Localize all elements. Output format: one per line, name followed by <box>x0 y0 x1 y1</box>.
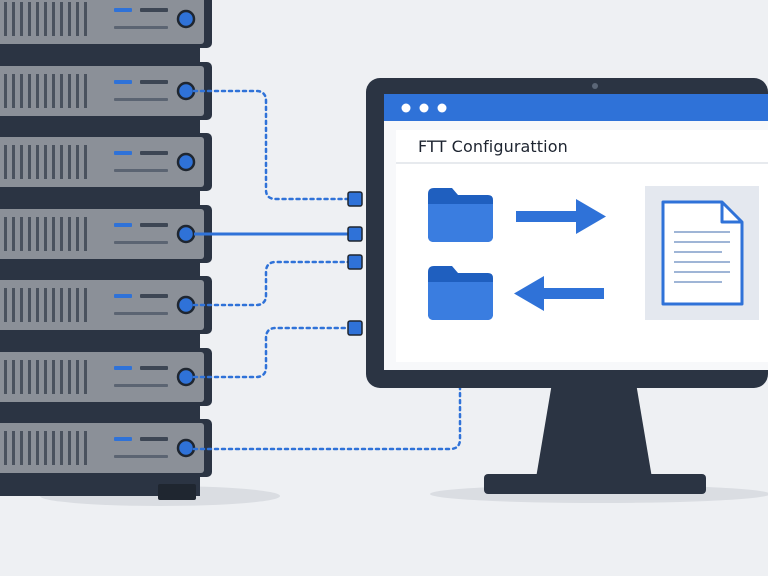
window-maximize-dot[interactable] <box>437 103 447 113</box>
webcam-dot <box>592 83 598 89</box>
server-unit <box>0 419 212 477</box>
window-title: FTT Configurattion <box>418 137 568 156</box>
server-unit <box>0 0 212 48</box>
network-cable <box>192 326 354 379</box>
network-port[interactable] <box>176 367 196 387</box>
window-close-dot[interactable] <box>401 103 411 113</box>
server-unit <box>0 62 212 120</box>
arrow-right-icon <box>516 199 606 234</box>
monitor <box>366 78 768 494</box>
server-unit <box>0 133 212 191</box>
monitor-stand-neck <box>536 383 652 478</box>
network-port[interactable] <box>176 9 196 29</box>
rack-foot <box>158 484 196 500</box>
arrow-left-icon <box>514 276 604 311</box>
folder-icon[interactable] <box>428 188 493 242</box>
network-port[interactable] <box>176 81 196 101</box>
document-icon[interactable] <box>661 200 744 306</box>
network-port[interactable] <box>176 295 196 315</box>
server-unit <box>0 276 212 334</box>
server-unit <box>0 205 212 263</box>
folder-icon[interactable] <box>428 266 493 320</box>
monitor-stand-base <box>484 474 706 494</box>
server-rack <box>0 0 212 500</box>
cable-connector <box>347 254 363 270</box>
network-cable <box>192 89 354 201</box>
window-minimize-dot[interactable] <box>419 103 429 113</box>
network-cable <box>192 260 354 307</box>
window-titlebar <box>384 94 768 121</box>
cable-connector <box>347 320 363 336</box>
network-cable <box>192 386 462 451</box>
network-port[interactable] <box>176 224 196 244</box>
cable-connector <box>347 226 363 242</box>
network-port[interactable] <box>176 152 196 172</box>
server-unit <box>0 348 212 406</box>
network-port[interactable] <box>176 438 196 458</box>
cable-connector <box>347 191 363 207</box>
connection-cables <box>192 89 462 451</box>
